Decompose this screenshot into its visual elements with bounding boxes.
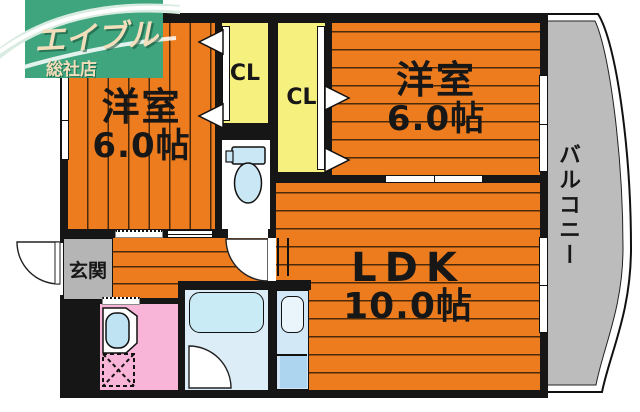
window-tick — [434, 176, 435, 182]
ldk-doorway — [268, 238, 276, 281]
closet-left-door — [222, 26, 230, 121]
kitchen-wall — [272, 280, 311, 290]
window-tick — [168, 233, 212, 235]
ldk-door-line — [287, 238, 289, 276]
washbasin-icon — [102, 307, 138, 354]
washing-machine-icon — [102, 353, 135, 387]
closet-label: CL — [286, 85, 317, 110]
kitchen-counter — [276, 290, 309, 390]
toilet-door-swing-icon — [225, 238, 269, 282]
room-name: 洋室 — [101, 85, 182, 129]
bathtub-icon — [189, 292, 264, 333]
balcony-floor — [541, 20, 624, 386]
balcony-inner-wall — [540, 13, 548, 398]
logo-brand-text: エイブル — [33, 16, 160, 60]
hallway-lower — [113, 281, 178, 298]
room-ldk: LDK 10.0帖 — [276, 183, 540, 390]
ldk-door-line — [277, 238, 279, 276]
balcony — [541, 13, 633, 393]
balcony-label: バルコニー — [555, 143, 580, 268]
room-size: 6.0帖 — [92, 126, 191, 166]
entrance-door-swing-icon — [16, 241, 61, 285]
kitchen-counter-divider — [277, 354, 307, 356]
window-tick — [540, 285, 547, 286]
closet-right-fold-door-icon — [324, 84, 351, 174]
sliding-door-bedroom-left-a — [115, 230, 163, 238]
kitchen-sink-icon — [281, 296, 304, 333]
washroom-sliding-door — [102, 297, 140, 305]
agency-logo: エイブル 総社店 — [0, 0, 180, 84]
room-name: 洋室 — [395, 58, 476, 102]
window-ldk-balcony — [539, 237, 548, 333]
toilet-doorway — [228, 229, 268, 238]
room-bedroom-right: 洋室 6.0帖 — [332, 23, 540, 175]
closet-left-fold-door-icon — [197, 28, 224, 130]
bath-door-swing-icon — [188, 345, 232, 389]
toilet-icon — [225, 146, 266, 204]
logo-swoosh-icon — [0, 3, 180, 72]
sliding-door-bedroom-left-b — [167, 230, 213, 238]
closet-label: CL — [229, 60, 261, 86]
room-size: 10.0帖 — [343, 285, 473, 327]
logo-branch-text: 総社店 — [46, 60, 97, 80]
kitchen-counter-lower — [280, 355, 307, 388]
room-name: LDK — [351, 244, 465, 291]
sliding-door-bedroom-ldk — [385, 175, 483, 183]
entrance-area: 玄関 — [63, 238, 113, 300]
entrance-label: 玄関 — [68, 259, 107, 282]
window-bedroom-right-balcony — [539, 75, 548, 172]
room-size: 6.0帖 — [386, 99, 486, 139]
window-tick — [62, 120, 68, 121]
window-tick — [540, 124, 547, 125]
